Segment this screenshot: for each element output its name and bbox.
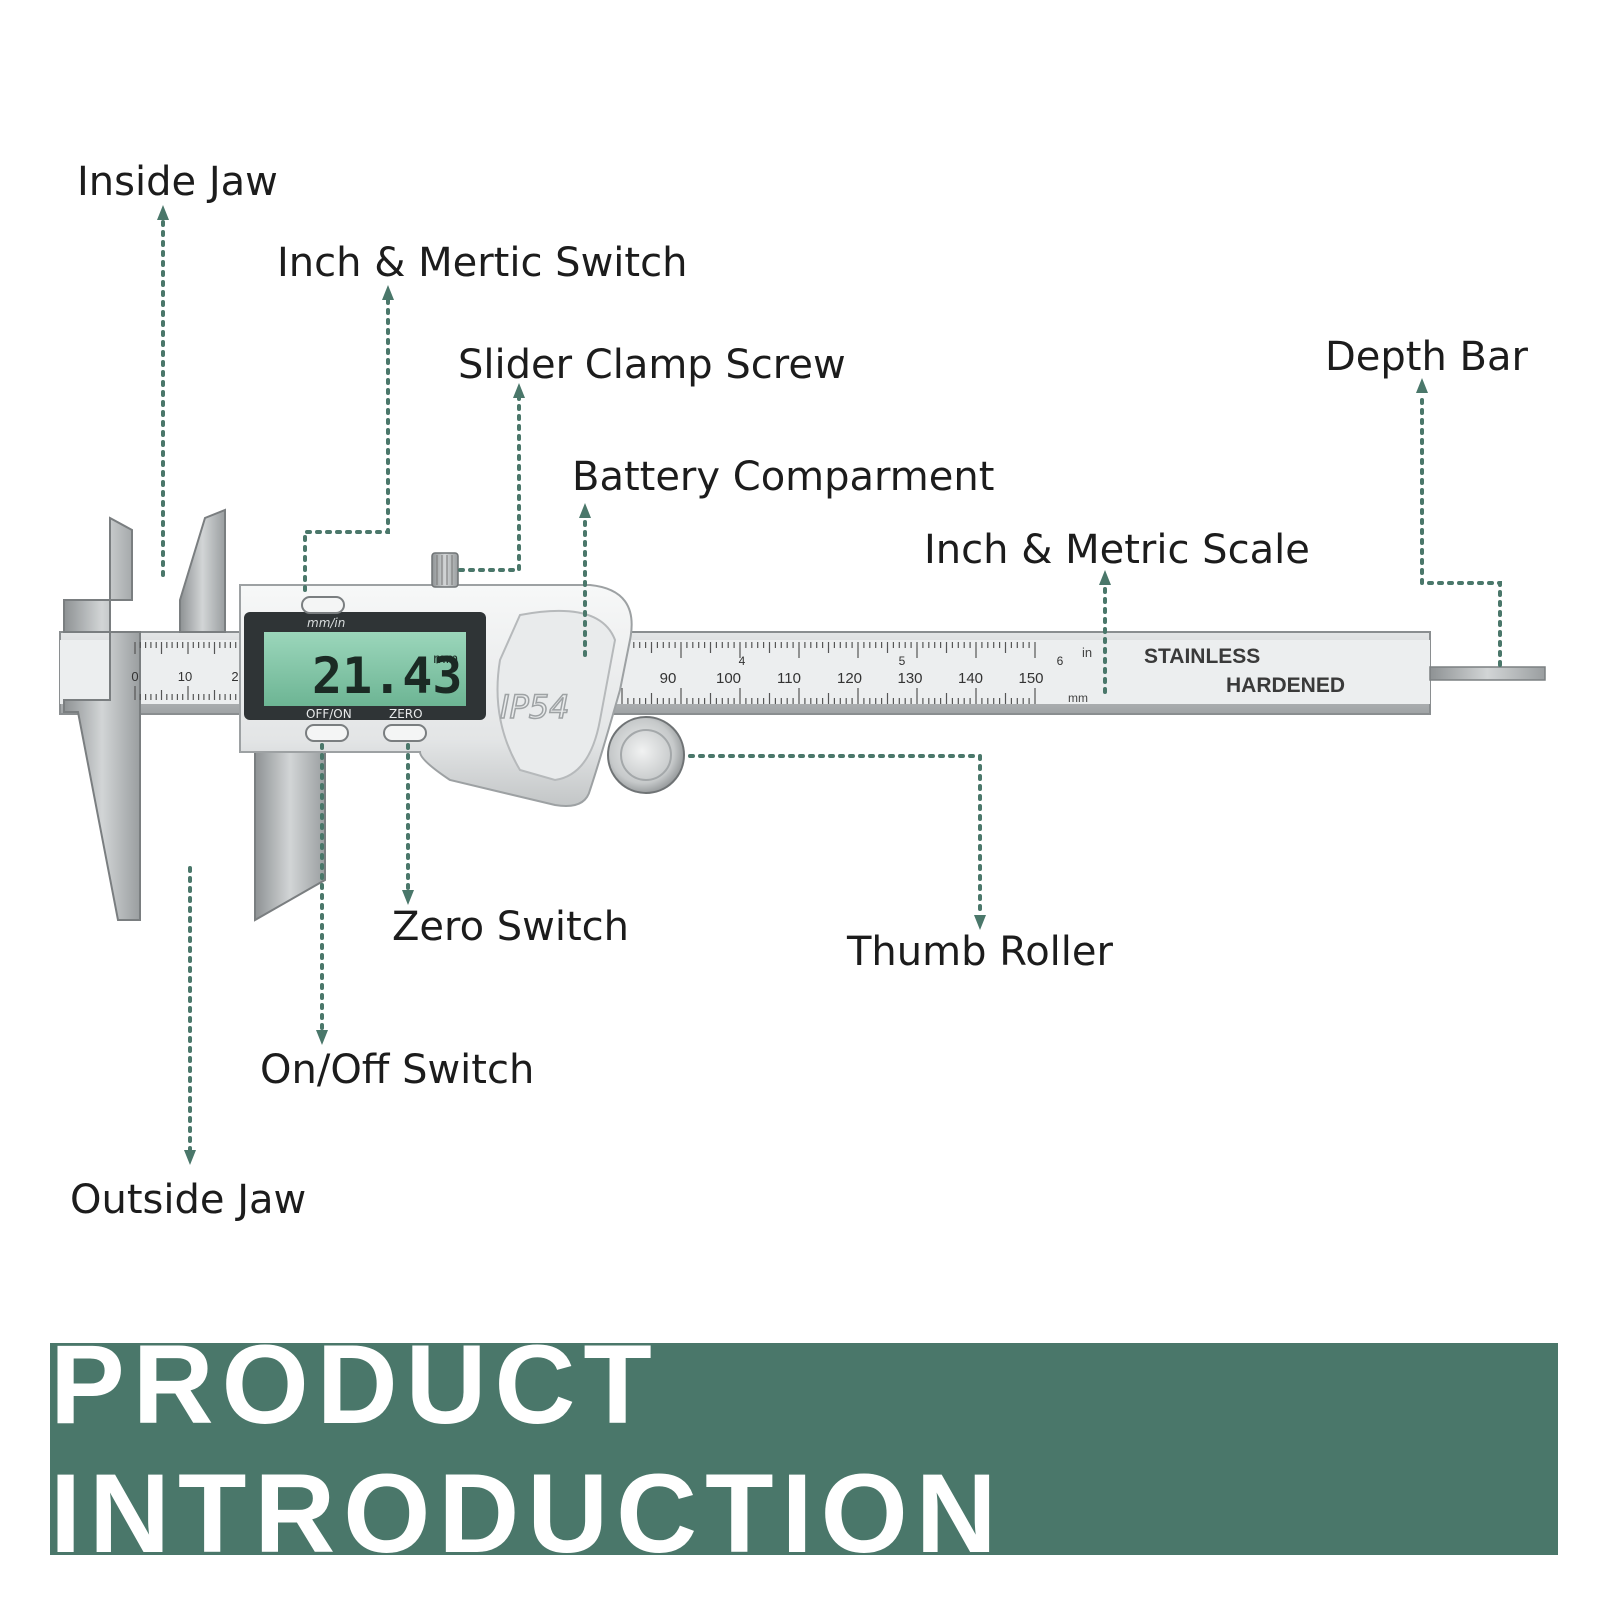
label-battery-comparment: Battery Comparment [572, 454, 995, 500]
lcd-unit: mm [433, 652, 458, 667]
inch-mark-labels: 4 5 6 [739, 654, 1064, 668]
movable-jaw [254, 744, 326, 922]
label-thumb-roller: Thumb Roller [847, 929, 1113, 975]
leader-arrowheads [157, 205, 1428, 1165]
mm-label: 2 [231, 669, 238, 684]
scale-unit-in: in [1082, 645, 1092, 660]
label-inch-metric-scale: Inch & Metric Scale [924, 527, 1310, 573]
zero-label: ZERO [389, 707, 423, 721]
mm-right-labels: 90 100 110 120 130 140 150 [660, 670, 1044, 687]
beam-text-hardened: HARDENED [1226, 674, 1345, 697]
inch-metric-button[interactable] [301, 596, 345, 614]
label-zero-switch: Zero Switch [392, 904, 630, 950]
scale-ticks-left [134, 642, 237, 700]
label-on-off-switch: On/Off Switch [260, 1047, 535, 1093]
product-introduction-banner: PRODUCT INTRODUCTION [50, 1322, 1558, 1576]
mm-label: 100 [716, 670, 741, 687]
leader-inch-mertic-switch [303, 298, 390, 592]
mm-label: 130 [897, 670, 922, 687]
inch-label: 5 [899, 654, 906, 668]
beam-text-stainless: STAINLESS [1144, 645, 1260, 668]
banner-title: PRODUCT INTRODUCTION [50, 1322, 1005, 1576]
ip-rating: IP54 [500, 688, 569, 726]
lcd-display: mm/in 21.43 mm [244, 612, 486, 720]
inch-label: 6 [1057, 654, 1064, 668]
on-off-button[interactable] [305, 724, 349, 742]
off-on-label: OFF/ON [306, 707, 352, 721]
label-inside-jaw: Inside Jaw [77, 159, 278, 205]
mm-label: 0 [131, 669, 138, 684]
lcd-reading: 21.43 [312, 647, 463, 705]
label-depth-bar: Depth Bar [1325, 334, 1528, 380]
mm-left-labels: 0 10 2 [131, 669, 238, 684]
depth-bar-rod [1429, 666, 1546, 681]
zero-button[interactable] [383, 724, 427, 742]
mm-label: 110 [777, 670, 801, 687]
leader-thumb-roller [688, 754, 982, 917]
clamp-screw[interactable] [431, 552, 459, 588]
label-inch-mertic-switch: Inch & Mertic Switch [277, 240, 688, 286]
lcd-mode-label: mm/in [307, 616, 345, 630]
leader-lines [161, 218, 1502, 1152]
label-outside-jaw: Outside Jaw [70, 1177, 307, 1223]
leader-slider-clamp-screw [458, 396, 521, 572]
scale-unit-mm: mm [1068, 691, 1088, 705]
mm-label: 150 [1018, 670, 1043, 687]
mm-label: 90 [660, 670, 677, 687]
label-slider-clamp-screw: Slider Clamp Screw [458, 342, 846, 388]
mm-label: 10 [178, 669, 192, 684]
inch-label: 4 [739, 654, 746, 668]
scale-ticks-right [621, 642, 1036, 704]
leader-depth-bar [1420, 391, 1502, 667]
mm-label: 140 [958, 670, 983, 687]
fixed-jaw [63, 508, 226, 921]
thumb-roller[interactable] [607, 716, 685, 794]
mm-label: 120 [837, 670, 862, 687]
